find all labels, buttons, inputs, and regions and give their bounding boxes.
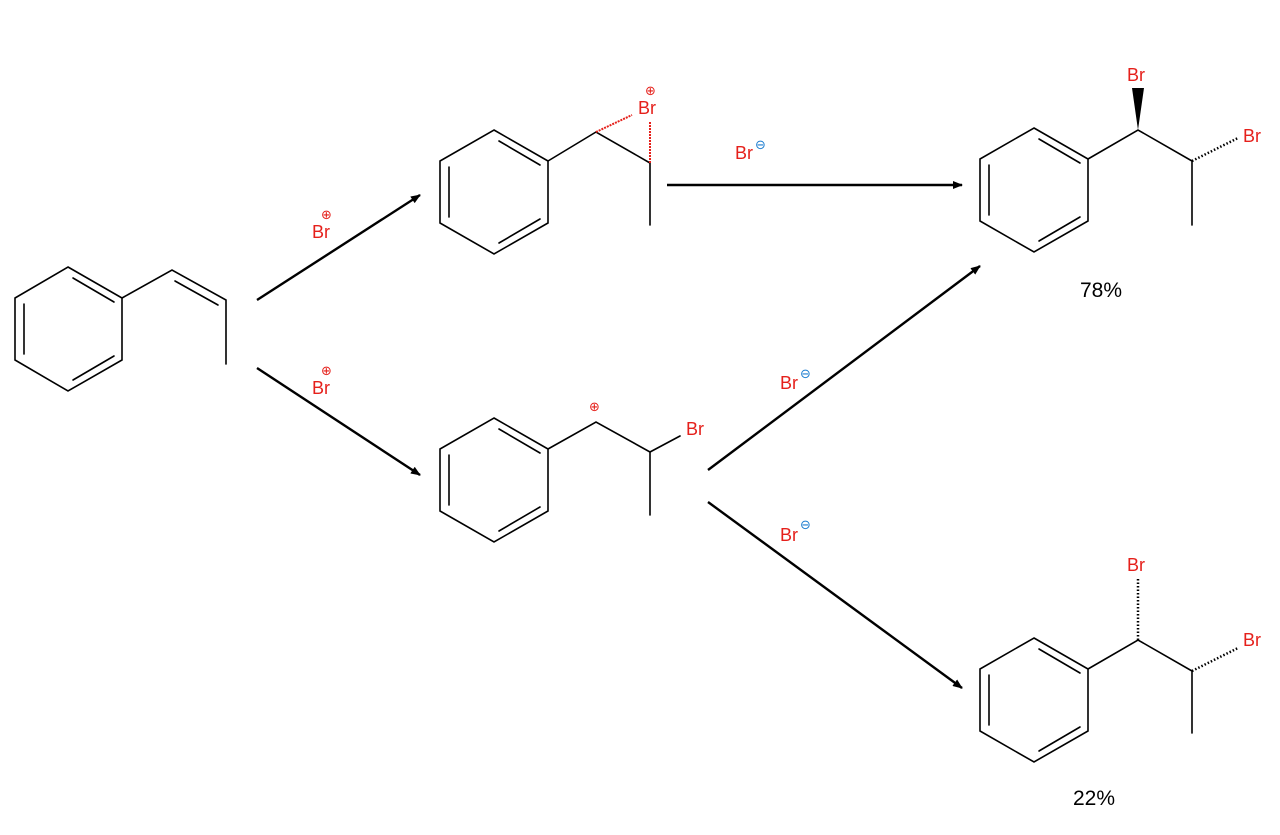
svg-text:Br: Br: [1127, 65, 1145, 85]
svg-text:⊖: ⊖: [800, 518, 811, 533]
svg-text:Br: Br: [1127, 555, 1145, 575]
svg-text:Br: Br: [312, 378, 330, 398]
wedge-bond: [1132, 88, 1144, 130]
arrow-cation-to-product-major: [707, 265, 981, 471]
svg-text:⊕: ⊕: [321, 208, 332, 223]
yield-major: 78%: [1080, 279, 1122, 302]
svg-text:⊕: ⊕: [321, 364, 332, 379]
bromonium-intermediate: ⊕ Br: [439, 84, 656, 255]
svg-text:⊖: ⊖: [800, 367, 811, 382]
arrow-to-bromonium: [256, 193, 421, 302]
reagent-br-anion-bottom: Br ⊖: [780, 518, 811, 545]
svg-text:Br: Br: [686, 419, 704, 439]
starting-material-cis-methylstyrene: [14, 266, 227, 392]
carbocation-intermediate: ⊕ Br: [439, 400, 704, 543]
svg-text:Br: Br: [1243, 126, 1261, 146]
svg-text:Br: Br: [780, 525, 798, 545]
svg-text:Br: Br: [1243, 630, 1261, 650]
reagent-br-anion-top: Br ⊖: [735, 138, 766, 163]
svg-text:Br: Br: [638, 98, 656, 118]
arrow-cation-to-product-minor: [707, 501, 963, 689]
svg-text:⊕: ⊕: [589, 400, 600, 415]
product-major-dibromide: Br Br: [979, 65, 1261, 253]
reagent-br-anion-middle: Br ⊖: [780, 367, 811, 393]
svg-text:⊕: ⊕: [645, 84, 656, 99]
reagent-br-cation-top: ⊕ Br: [312, 208, 332, 242]
svg-text:⊖: ⊖: [755, 138, 766, 153]
reagent-br-cation-bottom: ⊕ Br: [312, 364, 332, 398]
arrow-to-carbocation: [256, 366, 421, 477]
svg-text:Br: Br: [780, 373, 798, 393]
product-minor-dibromide: Br Br: [979, 555, 1261, 763]
svg-text:Br: Br: [735, 143, 753, 163]
svg-text:Br: Br: [312, 222, 330, 242]
yield-minor: 22%: [1073, 787, 1115, 810]
